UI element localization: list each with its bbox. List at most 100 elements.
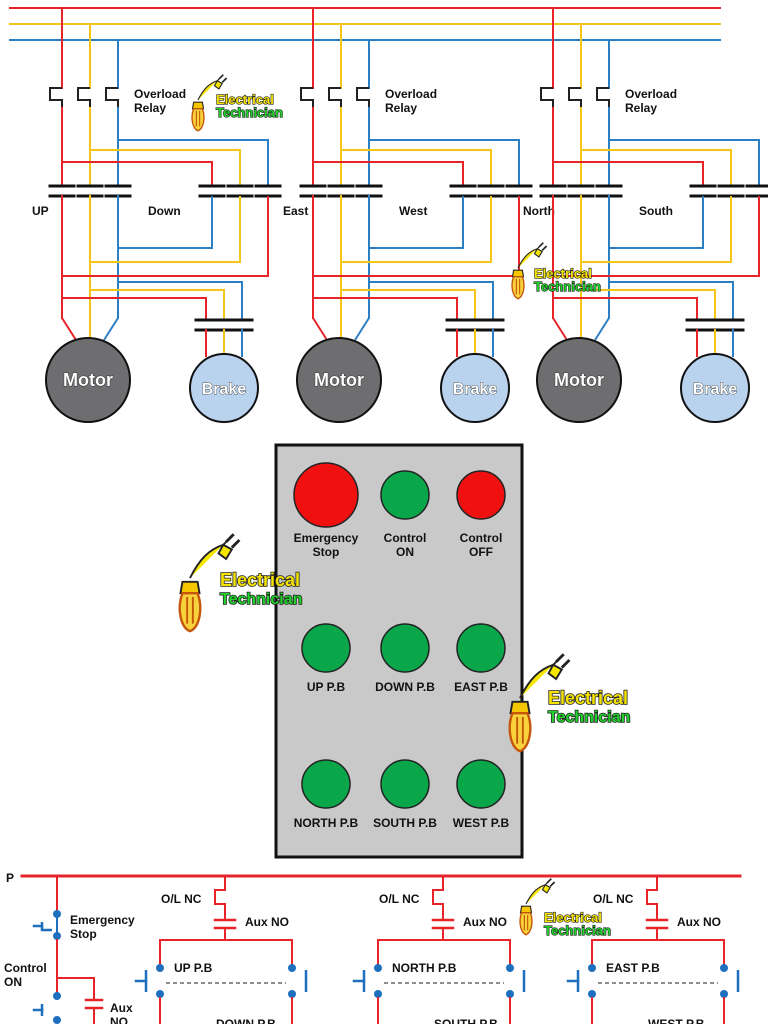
terminal: [53, 910, 61, 918]
reverse-wire: [609, 196, 704, 249]
brake-feed: [62, 297, 207, 320]
pb-top-label: NORTH P.B: [392, 961, 457, 975]
feed-wire: [581, 149, 732, 186]
brake-feed: [369, 281, 494, 320]
terminal: [156, 990, 164, 998]
brake-feed: [341, 289, 476, 320]
reverse-wire: [118, 196, 213, 249]
panel-button-0: [293, 462, 359, 528]
overload-contact: [105, 87, 119, 108]
brake-label: Brake: [453, 381, 498, 398]
aux-no-label: Aux NO: [463, 915, 507, 929]
motor-circle: [296, 337, 382, 423]
overload-contact: [596, 87, 610, 108]
panel-button-2: [456, 470, 506, 520]
plug-icon: [538, 242, 544, 248]
motor-lead: [312, 317, 328, 341]
panel-button-4: [380, 623, 430, 673]
motor-lead: [594, 317, 610, 341]
reverse-wire: [62, 196, 269, 277]
plug-icon: [560, 658, 571, 669]
bulb-icon: [516, 717, 524, 744]
reverse-wire: [553, 196, 760, 277]
panel-button-7: [380, 759, 430, 809]
ol-nc-label: O/L NC: [379, 892, 420, 906]
watermark-logo: [511, 242, 548, 300]
feed-wire: [62, 161, 213, 186]
panel-button-8: [456, 759, 506, 809]
bulb-icon: [519, 912, 533, 936]
brake-label: Brake: [693, 381, 738, 398]
watermark-line2: Technician: [548, 709, 630, 726]
feed-wire: [341, 149, 492, 186]
plug-icon: [525, 881, 551, 905]
panel-button-label-7: SOUTH P.B: [373, 816, 437, 830]
bulb-icon: [509, 700, 531, 715]
pb-top-label: EAST P.B: [606, 961, 660, 975]
phase-label: P: [6, 871, 14, 885]
watermark-line2: Technician: [534, 279, 601, 294]
watermark-line1: Electrical: [544, 910, 602, 925]
contactor-left-label: UP: [32, 204, 49, 218]
pb-top-label: UP P.B: [174, 961, 213, 975]
feed-wire: [369, 139, 520, 186]
overload-contact: [540, 87, 554, 108]
pb-bottom-label: DOWN P.B: [216, 1017, 276, 1024]
terminal: [588, 964, 596, 972]
ol-nc-label: O/L NC: [161, 892, 202, 906]
brake-feed: [313, 297, 458, 320]
panel-button-3: [301, 623, 351, 673]
reverse-wire: [341, 196, 492, 263]
ol-nc-contact: [646, 889, 658, 912]
motor-lead: [103, 317, 119, 341]
pb-bottom-label: WEST P.B: [648, 1017, 705, 1024]
brake-circle: [440, 353, 510, 423]
plug-icon: [517, 245, 543, 269]
bulb-icon: [191, 101, 205, 110]
bulb-icon: [511, 276, 525, 300]
bulb-icon: [511, 269, 525, 278]
watermark-line2: Technician: [216, 105, 283, 120]
reverse-wire: [369, 196, 464, 249]
terminal: [156, 964, 164, 972]
aux-no-label: Aux NO: [677, 915, 721, 929]
panel-button-5: [456, 623, 506, 673]
watermark-logo: [508, 653, 571, 753]
panel-button-label-6: NORTH P.B: [294, 816, 359, 830]
watermark-line1: Electrical: [220, 570, 300, 590]
plug-icon: [225, 533, 235, 543]
contactor-right-label: West: [399, 204, 427, 218]
brake-feed: [581, 289, 716, 320]
contactor-left-label: East: [283, 204, 308, 218]
overload-contact: [568, 87, 582, 108]
plug-icon: [541, 245, 548, 251]
contactor-right-label: South: [639, 204, 673, 218]
overload-contact: [328, 87, 342, 108]
motor-label: Motor: [63, 370, 113, 390]
estop-symbol: [40, 922, 52, 932]
motor-lead: [61, 317, 77, 341]
watermark-logo: [519, 878, 556, 936]
motor-label: Motor: [314, 370, 364, 390]
plug-icon: [221, 77, 228, 83]
brake-feed: [553, 297, 698, 320]
terminal: [720, 990, 728, 998]
plug-icon: [549, 881, 556, 887]
brake-label: Brake: [202, 381, 247, 398]
watermark-line1: Electrical: [534, 266, 592, 281]
